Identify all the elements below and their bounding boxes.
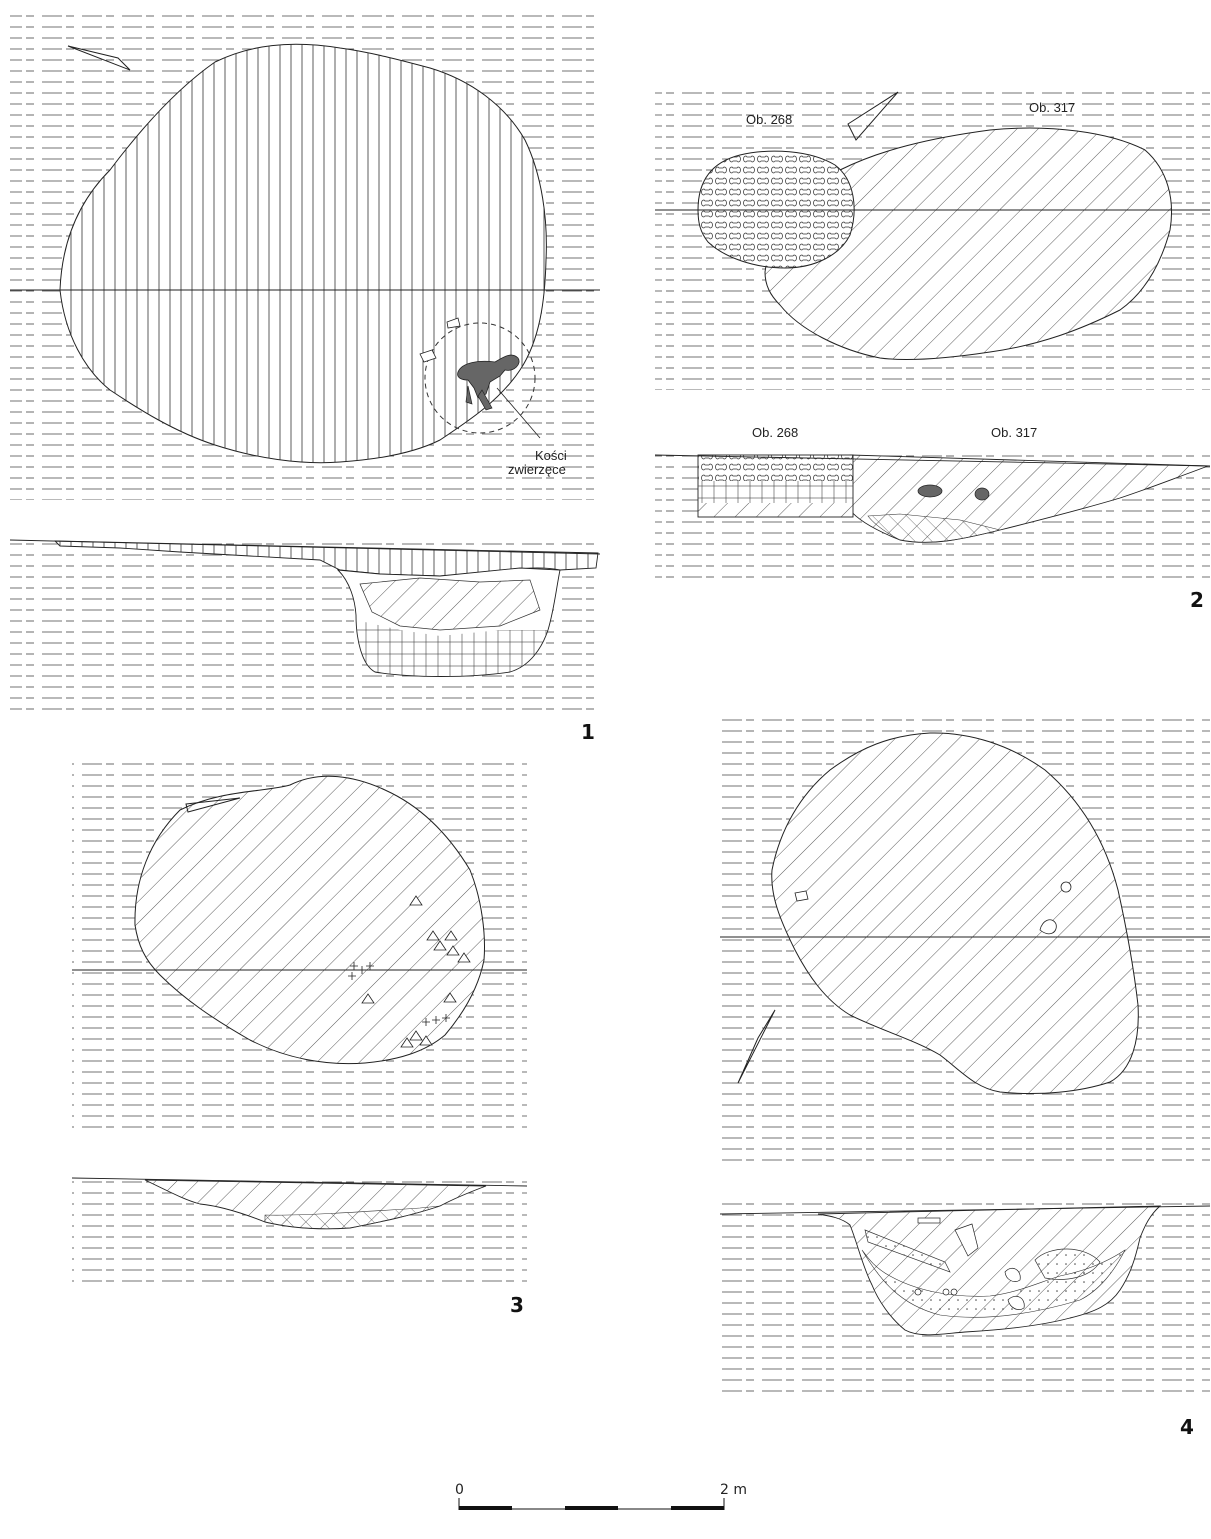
figure-1: Kości zwierzęce 1 (9, 10, 601, 744)
fig1-callout-line (496, 387, 541, 439)
fig2-plan-label-317: Ob. 317 (1029, 100, 1075, 115)
fig2-north-arrow (847, 91, 899, 141)
fig4-section-dotted-layer (861, 1249, 1126, 1318)
fig2-section-label-317: Ob. 317 (991, 425, 1037, 440)
fig4-section-finds (914, 1217, 1025, 1310)
fig4-finds (794, 881, 1072, 935)
scale-start-label: 0 (455, 1482, 464, 1498)
fig3-flint-triangles (361, 895, 471, 1048)
fig1-sherd-1 (419, 317, 461, 363)
fig3-north-arrow (185, 797, 241, 813)
fig4-north-arrow (737, 1009, 776, 1084)
scale-bar: 0 2 m (455, 1482, 747, 1510)
fig2-stone-1 (917, 484, 943, 498)
figure-3: 3 (71, 760, 528, 1317)
scale-end-label: 2 m (720, 1482, 747, 1498)
fig1-north-arrow (67, 45, 131, 71)
fig2-ground-line (654, 454, 1211, 467)
fig3-number: 3 (510, 1293, 524, 1317)
fig1-bone-cluster (457, 354, 520, 399)
fig1-number: 1 (581, 720, 595, 744)
fig2-number: 2 (1190, 588, 1204, 612)
figure-2: Ob. 268 Ob. 317 Ob. 268 Ob. 317 2 (654, 90, 1211, 612)
fig3-ground-line (71, 1177, 528, 1187)
fig1-bone-area (424, 322, 536, 434)
fig4-ground-line (719, 1205, 1211, 1215)
fig2-plan-label-268: Ob. 268 (746, 112, 792, 127)
fig1-ground-line (9, 539, 601, 555)
fig1-callout-line2: zwierzęce (508, 462, 566, 477)
fig4-number: 4 (1180, 1415, 1194, 1439)
fig2-stone-2 (974, 487, 990, 501)
fig1-callout-line1: Kości (535, 448, 567, 463)
fig2-section-label-268: Ob. 268 (752, 425, 798, 440)
fig3-crosses (348, 962, 450, 1026)
figure-4: 4 (719, 715, 1211, 1439)
